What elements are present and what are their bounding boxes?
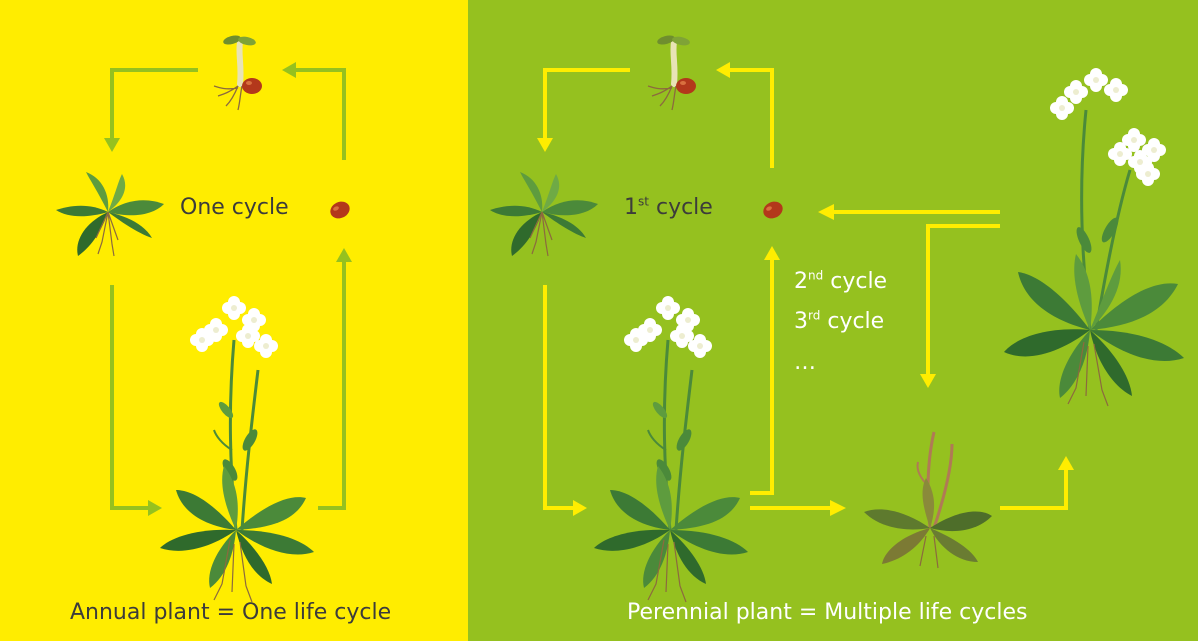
annual-cycle-arrows (110, 68, 346, 510)
first-cycle-sup: st (638, 194, 649, 209)
first-cycle-num: 1 (624, 195, 638, 220)
first-cycle-label: 1st cycle (624, 195, 713, 220)
perennial-caption: Perennial plant = Multiple life cycles (627, 600, 1028, 625)
one-cycle-label: One cycle (180, 195, 289, 220)
second-cycle-sup: nd (808, 268, 824, 283)
second-cycle-label: 2nd cycle (794, 269, 887, 294)
third-cycle-sup: rd (808, 308, 821, 323)
second-cycle-num: 2 (794, 269, 808, 294)
third-cycle-num: 3 (794, 309, 808, 334)
third-cycle-label: 3rd cycle (794, 309, 884, 334)
third-cycle-word: cycle (827, 309, 885, 334)
perennial-cycle-arrows (543, 68, 1068, 510)
first-cycle-word: cycle (655, 195, 713, 220)
ellipsis-label: … (794, 350, 816, 375)
second-cycle-word: cycle (830, 269, 888, 294)
annual-caption: Annual plant = One life cycle (70, 600, 392, 625)
